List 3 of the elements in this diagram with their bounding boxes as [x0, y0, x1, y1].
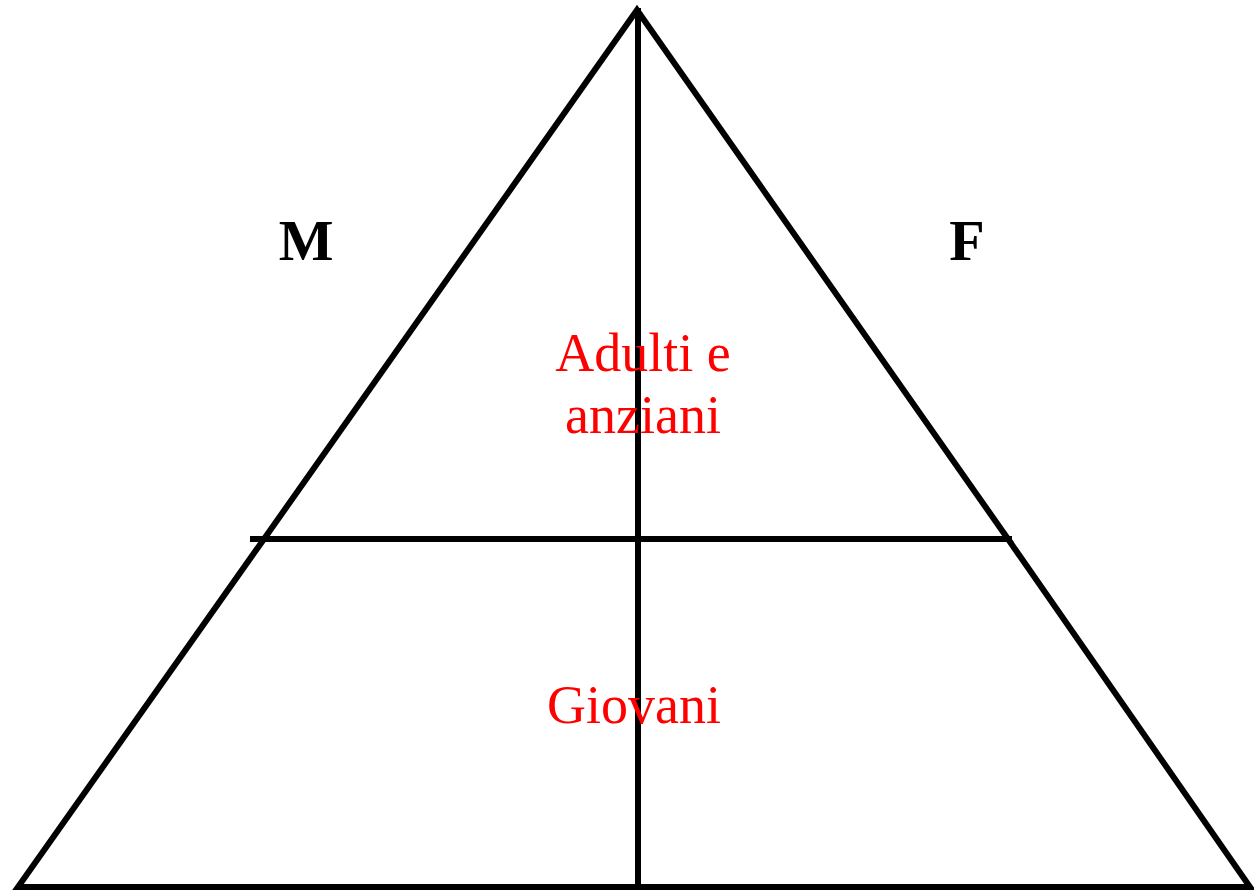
- pyramid-section: [15, 536, 1254, 890]
- side-label: F: [949, 210, 985, 272]
- side-label: M: [278, 210, 334, 272]
